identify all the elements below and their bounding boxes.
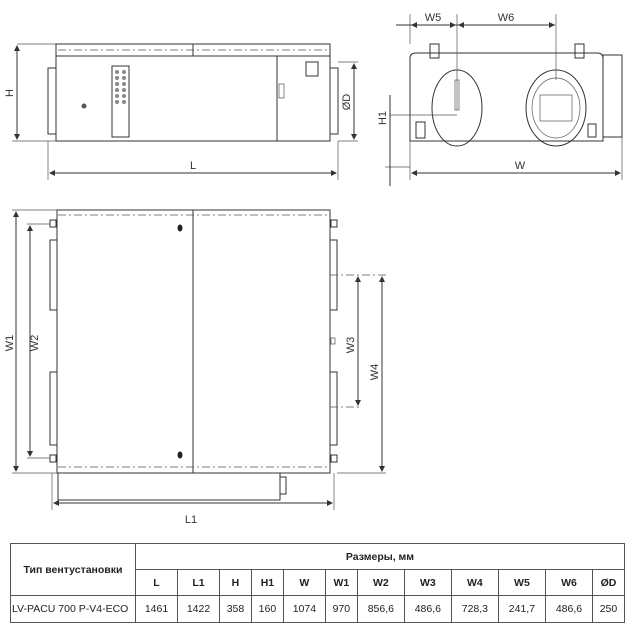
top-view: W1 W2 W3 W4 L1 bbox=[4, 209, 386, 526]
value-cell: 241,7 bbox=[497, 595, 546, 623]
value-cell: 1461 bbox=[135, 595, 178, 623]
column-header: H1 bbox=[250, 569, 284, 596]
value-cell: 486,6 bbox=[544, 595, 593, 623]
label-W6: W6 bbox=[498, 12, 515, 24]
column-header: W5 bbox=[497, 569, 546, 596]
column-header: ØD bbox=[591, 569, 626, 596]
column-header: L bbox=[135, 569, 178, 596]
value-cell: 970 bbox=[324, 595, 358, 623]
column-header: W3 bbox=[403, 569, 452, 596]
column-header: W1 bbox=[324, 569, 358, 596]
value-cell: 1422 bbox=[177, 595, 220, 623]
value-cell: 1074 bbox=[282, 595, 326, 623]
column-header: W2 bbox=[356, 569, 405, 596]
label-W4: W4 bbox=[369, 364, 381, 381]
label-W3: W3 bbox=[345, 337, 357, 354]
label-W: W bbox=[515, 160, 526, 172]
value-cell: 250 bbox=[591, 595, 626, 623]
column-header: W bbox=[282, 569, 326, 596]
column-header: L1 bbox=[177, 569, 220, 596]
value-cell: 486,6 bbox=[403, 595, 452, 623]
value-cell: 160 bbox=[250, 595, 284, 623]
technical-drawing: H L ØD W5 W6 H1 W bbox=[4, 12, 623, 526]
column-header: W6 bbox=[544, 569, 593, 596]
model-cell: LV-PACU 700 P-V4-ECO bbox=[10, 595, 136, 623]
label-L: L bbox=[190, 160, 196, 172]
label-W2: W2 bbox=[29, 335, 41, 352]
label-H1: H1 bbox=[377, 111, 389, 125]
dims-header: Размеры, мм bbox=[135, 543, 625, 570]
column-header: W4 bbox=[450, 569, 499, 596]
value-cell: 856,6 bbox=[356, 595, 405, 623]
label-L1: L1 bbox=[185, 514, 197, 526]
label-H: H bbox=[4, 89, 16, 97]
side-view: H L ØD bbox=[4, 43, 358, 180]
type-header: Тип вентустановки bbox=[10, 543, 136, 596]
value-cell: 358 bbox=[219, 595, 252, 623]
label-D: ØD bbox=[341, 94, 353, 111]
value-cell: 728,3 bbox=[450, 595, 499, 623]
column-header: H bbox=[219, 569, 252, 596]
label-W5: W5 bbox=[425, 12, 442, 24]
front-view: W5 W6 H1 W bbox=[377, 12, 623, 186]
label-W1: W1 bbox=[4, 335, 16, 352]
